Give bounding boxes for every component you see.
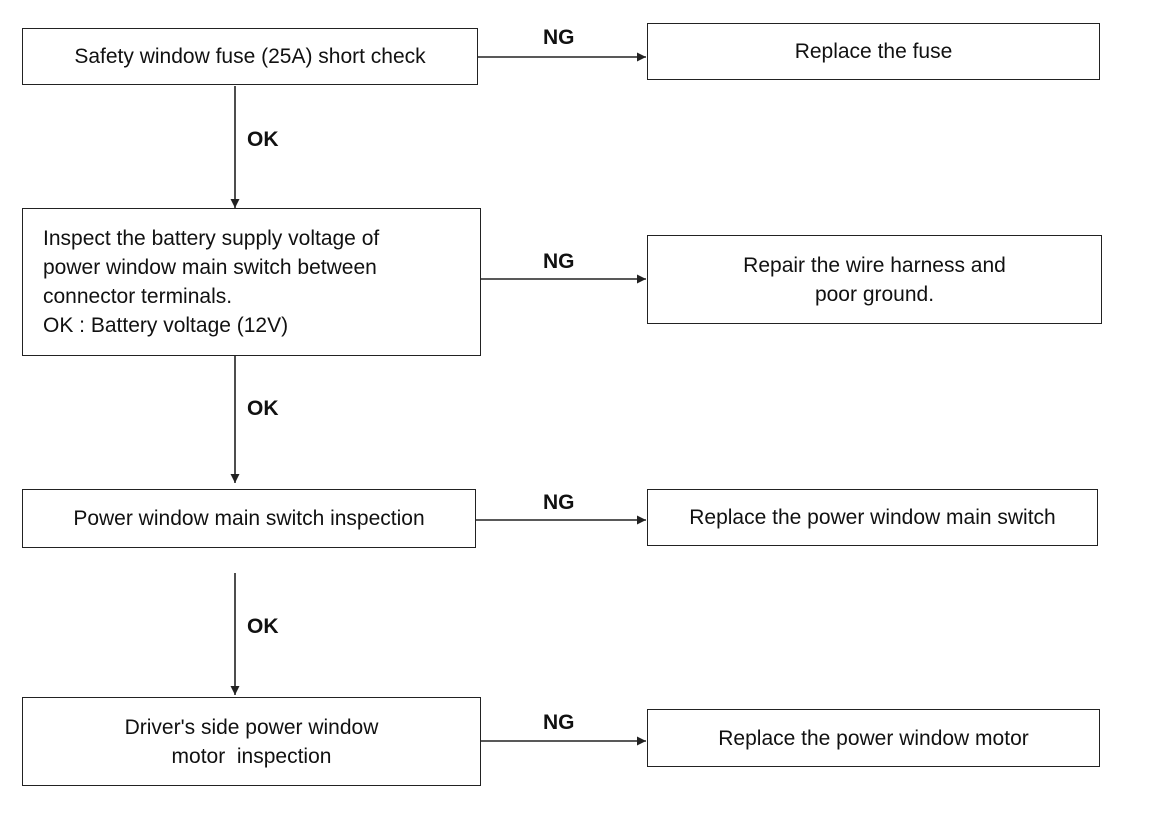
check-1-line-1: Safety window fuse (25A) short check (74, 45, 426, 68)
check-4-line-2: motor inspection (171, 744, 332, 768)
check-2-line-1: Inspect the battery supply voltage of (43, 227, 380, 250)
ng-label-1: NG (543, 26, 575, 49)
fix-1-line-1: Replace the fuse (794, 40, 953, 63)
fix-box-2: Repair the wire harness and poor ground. (647, 235, 1102, 324)
check-box-2: Inspect the battery supply voltage of po… (22, 208, 481, 356)
check-3-line-1: Power window main switch inspection (73, 507, 425, 530)
check-2-line-2: power window main switch between (43, 256, 377, 279)
ok-label-2: OK (247, 397, 279, 420)
check-2-line-4: OK : Battery voltage (12V) (43, 314, 289, 337)
ng-label-3: NG (543, 491, 575, 514)
check-2-line-3: connector terminals. (43, 285, 233, 308)
ok-label-1: OK (247, 128, 279, 151)
fix-box-4: Replace the power window motor (647, 709, 1100, 767)
check-box-3: Power window main switch inspection (22, 489, 476, 548)
fix-2-line-2: poor ground. (814, 282, 935, 306)
fix-3-line-1: Replace the power window main switch (689, 506, 1056, 529)
check-box-4: Driver's side power window motor inspect… (22, 697, 481, 786)
ng-label-4: NG (543, 711, 575, 734)
fix-4-line-1: Replace the power window motor (718, 726, 1029, 750)
fix-2-line-1: Repair the wire harness and (743, 253, 1006, 277)
check-4-line-1: Driver's side power window (124, 715, 379, 739)
fix-box-1: Replace the fuse (647, 23, 1100, 80)
fix-box-3: Replace the power window main switch (647, 489, 1098, 546)
ng-label-2: NG (543, 250, 575, 273)
ok-label-3: OK (247, 615, 279, 638)
check-box-1: Safety window fuse (25A) short check (22, 28, 478, 85)
